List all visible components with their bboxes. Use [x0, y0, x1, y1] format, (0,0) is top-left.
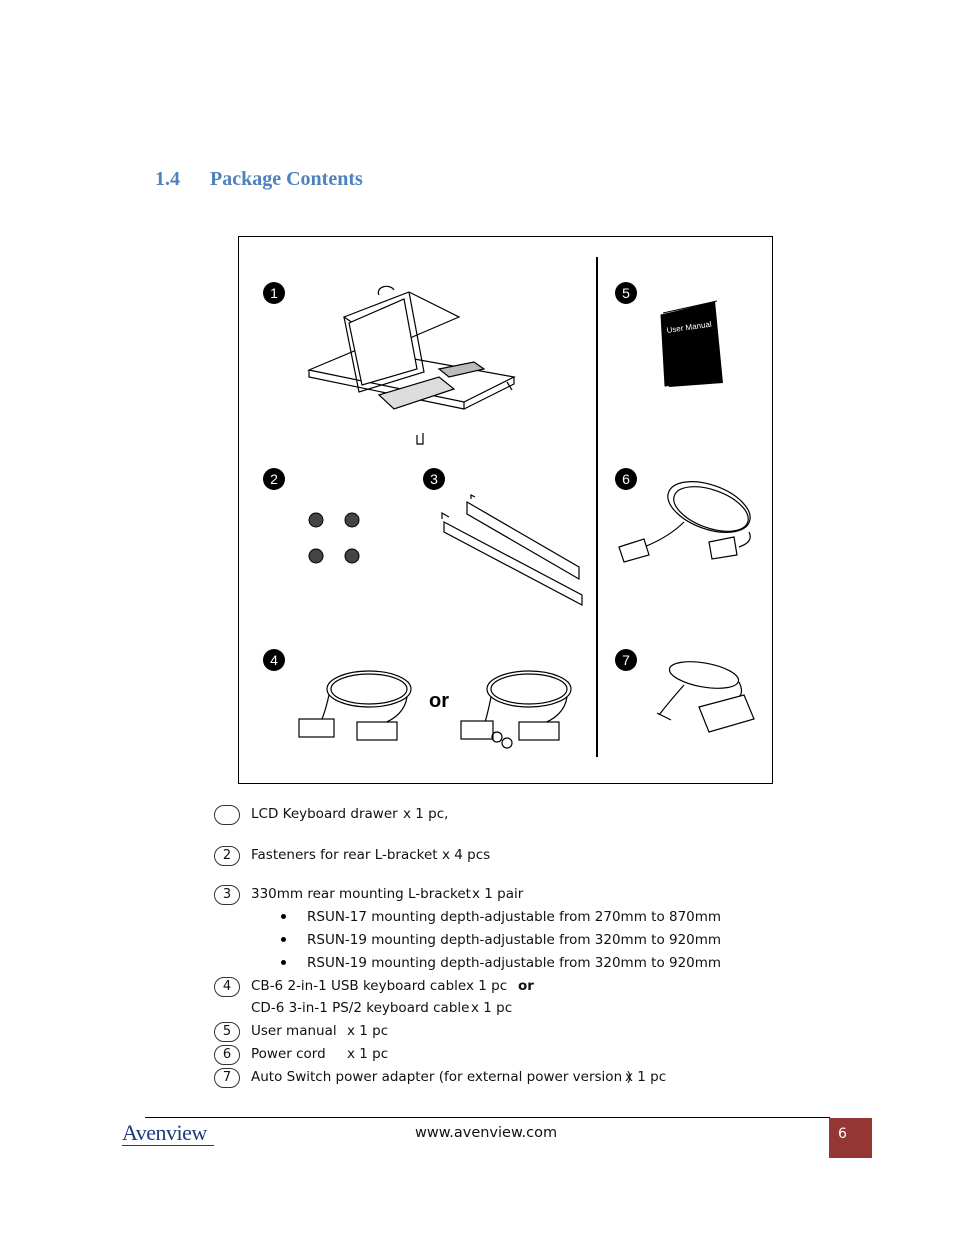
- item-number-circle: 3: [214, 885, 240, 905]
- usb-cable-illustration: [298, 670, 412, 741]
- callout-7-label: 7: [622, 652, 630, 668]
- item-name: Auto Switch power adapter (for external …: [251, 1069, 632, 1085]
- logo-underline: [122, 1145, 214, 1146]
- footer-website: www.avenview.com: [415, 1125, 558, 1141]
- item-number-circle: 6: [214, 1045, 240, 1065]
- bullet-dot: [281, 937, 286, 942]
- item-name: LCD Keyboard drawer: [251, 806, 398, 822]
- item-qty: x 1 pc: [347, 1046, 389, 1062]
- bullet-text: RSUN-19 mounting depth-adjustable from 3…: [307, 932, 722, 948]
- callout-1: [263, 282, 285, 304]
- footer-rule: [145, 1117, 830, 1118]
- item-number-circle: 5: [214, 1022, 240, 1042]
- item-qty: x 1 pc,: [403, 806, 449, 822]
- package-illustration: 1 5 User Manual 2: [263, 257, 755, 757]
- item-name: 330mm rear mounting L-bracket: [251, 886, 471, 902]
- callout-7: [615, 649, 637, 671]
- package-contents-figure: 1 5 User Manual 2: [238, 236, 773, 784]
- ps2-cable-illustration: [460, 670, 572, 749]
- callout-6-label: 6: [622, 471, 630, 487]
- callout-1-label: 1: [270, 285, 278, 301]
- callout-5: [615, 282, 637, 304]
- power-adapter-illustration: [656, 661, 755, 733]
- callout-4-label: 4: [270, 652, 278, 668]
- bullet-text: RSUN-17 mounting depth-adjustable from 2…: [307, 909, 722, 925]
- callout-3: [423, 468, 445, 490]
- fasteners-illustration: [308, 512, 360, 564]
- l-bracket-illustration: [441, 494, 583, 606]
- power-cord-illustration: [618, 481, 751, 563]
- item-qty: x 1 pc: [466, 978, 508, 994]
- section-number: 1.4: [155, 168, 180, 190]
- section-heading: 1.4 Package Contents: [155, 168, 363, 191]
- avenview-logo: Avenview: [122, 1120, 207, 1145]
- item-number-circle: 7: [214, 1068, 240, 1088]
- lcd-keyboard-drawer-illustration: [306, 285, 516, 445]
- item-number-circle: 4: [214, 977, 240, 997]
- item-number-circle: [214, 805, 240, 825]
- item-number-circle: 2: [214, 846, 240, 866]
- item-qty: x 4 pcs: [442, 847, 491, 863]
- section-title: Package Contents: [210, 168, 363, 190]
- item-name: User manual: [251, 1023, 337, 1039]
- item-name: Fasteners for rear L-bracket: [251, 847, 438, 863]
- bullet-dot: [281, 914, 286, 919]
- item-name: CB-6 2-in-1 USB keyboard cable: [251, 978, 467, 994]
- or-label: or: [429, 690, 449, 712]
- page-number: 6: [829, 1118, 872, 1158]
- callout-2: [263, 468, 285, 490]
- item-qty: x 1 pair: [472, 886, 524, 902]
- callout-4: [263, 649, 285, 671]
- user-manual-illustration: User Manual: [660, 300, 723, 387]
- callout-6: [615, 468, 637, 490]
- item-or: or: [518, 978, 534, 994]
- item-qty: x 1 pc: [347, 1023, 389, 1039]
- callout-2-label: 2: [270, 471, 278, 487]
- callout-5-label: 5: [622, 285, 630, 301]
- item-name: Power cord: [251, 1046, 326, 1062]
- item-qty: x 1 pc: [625, 1069, 667, 1085]
- callout-3-label: 3: [430, 471, 438, 487]
- item-alt-name: CD-6 3-in-1 PS/2 keyboard cable: [251, 1000, 470, 1016]
- item-alt-qty: x 1 pc: [471, 1000, 513, 1016]
- bullet-dot: [281, 960, 286, 965]
- bullet-text: RSUN-19 mounting depth-adjustable from 3…: [307, 955, 722, 971]
